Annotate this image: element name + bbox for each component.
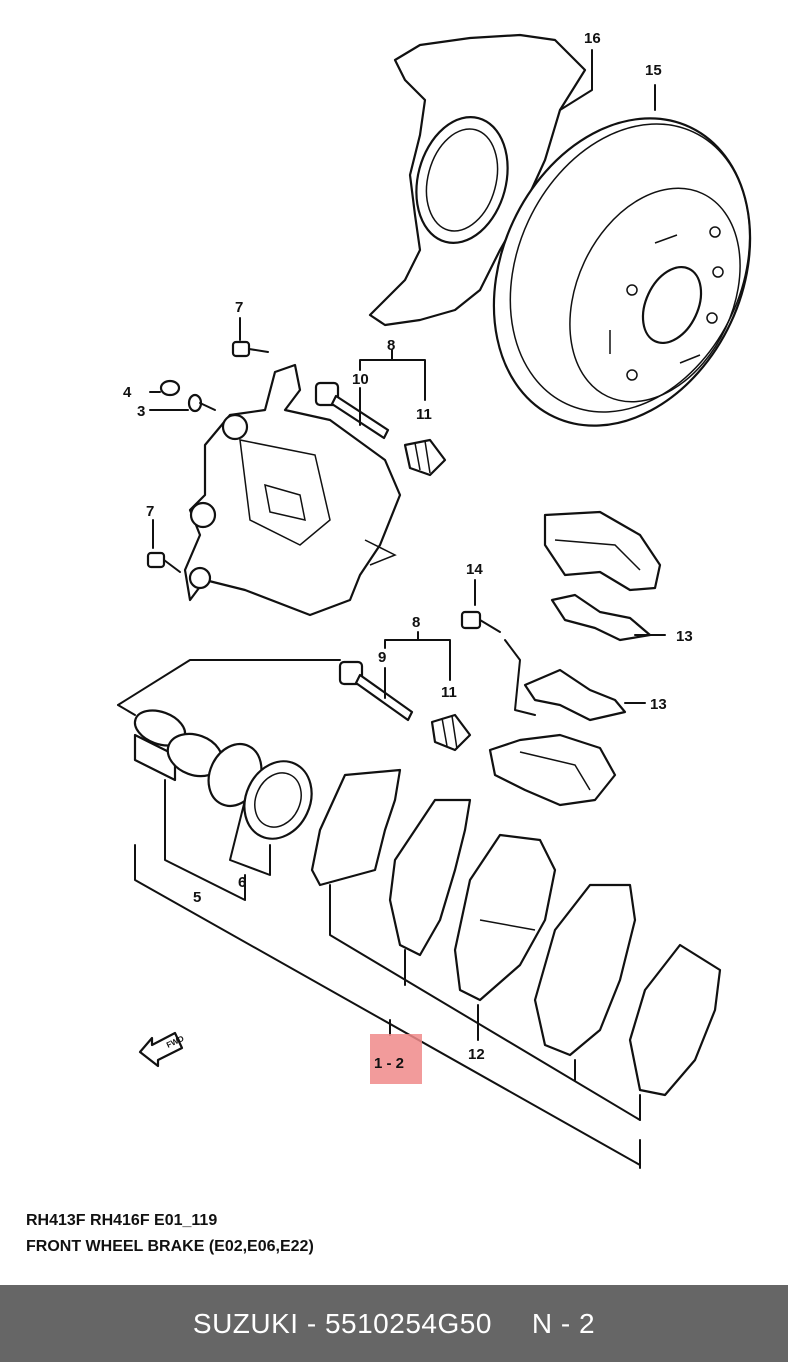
brake-exploded-diagram: FWD 16 15 7 8 10 4 3 11 7 14 13 8 9 13 1…	[117, 30, 788, 1169]
callout-3[interactable]: 3	[137, 403, 145, 420]
bolt-14[interactable]	[460, 610, 501, 633]
piston-5[interactable]	[130, 704, 228, 783]
callout-13-upper[interactable]: 13	[676, 628, 693, 645]
bolt-7-upper[interactable]	[231, 340, 269, 358]
callout-7-lower[interactable]: 7	[146, 503, 154, 520]
brake-pad-2[interactable]	[388, 798, 472, 957]
dust-shield-part[interactable]	[368, 33, 587, 327]
callout-11-upper[interactable]: 11	[416, 406, 432, 423]
callout-6[interactable]: 6	[238, 874, 246, 891]
footer-bar: SUZUKI - 5510254G50 N - 2	[0, 1285, 788, 1362]
fwd-arrow-icon: FWD	[138, 1031, 186, 1068]
bleeder-screw-3[interactable]	[187, 393, 216, 413]
brake-pad-1[interactable]	[310, 768, 402, 887]
pin-boot-11-lower[interactable]	[430, 713, 472, 752]
callout-14[interactable]: 14	[466, 561, 483, 578]
callout-8-lower[interactable]: 8	[412, 614, 420, 631]
callout-1-2[interactable]: 1 - 2	[374, 1055, 404, 1072]
caliper-carrier-lower[interactable]	[488, 733, 617, 807]
piston-dust-boot[interactable]	[232, 750, 324, 850]
callout-11-lower[interactable]: 11	[441, 684, 457, 701]
brake-pad-3[interactable]	[453, 833, 557, 1002]
leader-lines	[117, 49, 666, 1169]
footer-page-number: N - 2	[531, 1307, 596, 1339]
bolt-7-lower[interactable]	[146, 551, 181, 573]
pad-clip-13-upper[interactable]	[550, 593, 652, 642]
pin-boot-11-upper[interactable]	[403, 438, 447, 477]
callout-12[interactable]: 12	[468, 1046, 485, 1063]
caliper-carrier-upper[interactable]	[543, 510, 662, 592]
callout-10[interactable]: 10	[352, 371, 369, 388]
callout-9[interactable]: 9	[378, 649, 386, 666]
callout-15[interactable]: 15	[645, 62, 662, 79]
diagram-code-caption: RH413F RH416F E01_119	[26, 1212, 218, 1229]
brake-pad-5[interactable]	[628, 943, 722, 1097]
diagram-title-caption: FRONT WHEEL BRAKE (E02,E06,E22)	[26, 1238, 314, 1255]
callout-4[interactable]: 4	[123, 384, 132, 401]
callout-labels: 16 15 7 8 10 4 3 11 7 14 13 8 9 13 11 5 …	[123, 30, 693, 1072]
pad-clip-13-lower[interactable]	[523, 668, 627, 722]
selected-part-highlight[interactable]	[370, 1034, 422, 1084]
callout-8-upper[interactable]: 8	[387, 337, 395, 354]
brake-disc-part[interactable]	[446, 76, 788, 467]
callout-7-upper[interactable]: 7	[235, 299, 243, 316]
guide-pin-9[interactable]	[338, 660, 414, 722]
brake-pad-4[interactable]	[533, 883, 637, 1057]
footer-part-number: SUZUKI - 5510254G50	[192, 1307, 492, 1339]
callout-13-lower[interactable]: 13	[650, 696, 667, 713]
callout-16[interactable]: 16	[584, 30, 601, 47]
caliper-body-part[interactable]	[183, 363, 402, 617]
callout-5[interactable]: 5	[193, 889, 201, 906]
bleeder-cap-4[interactable]	[159, 379, 181, 397]
